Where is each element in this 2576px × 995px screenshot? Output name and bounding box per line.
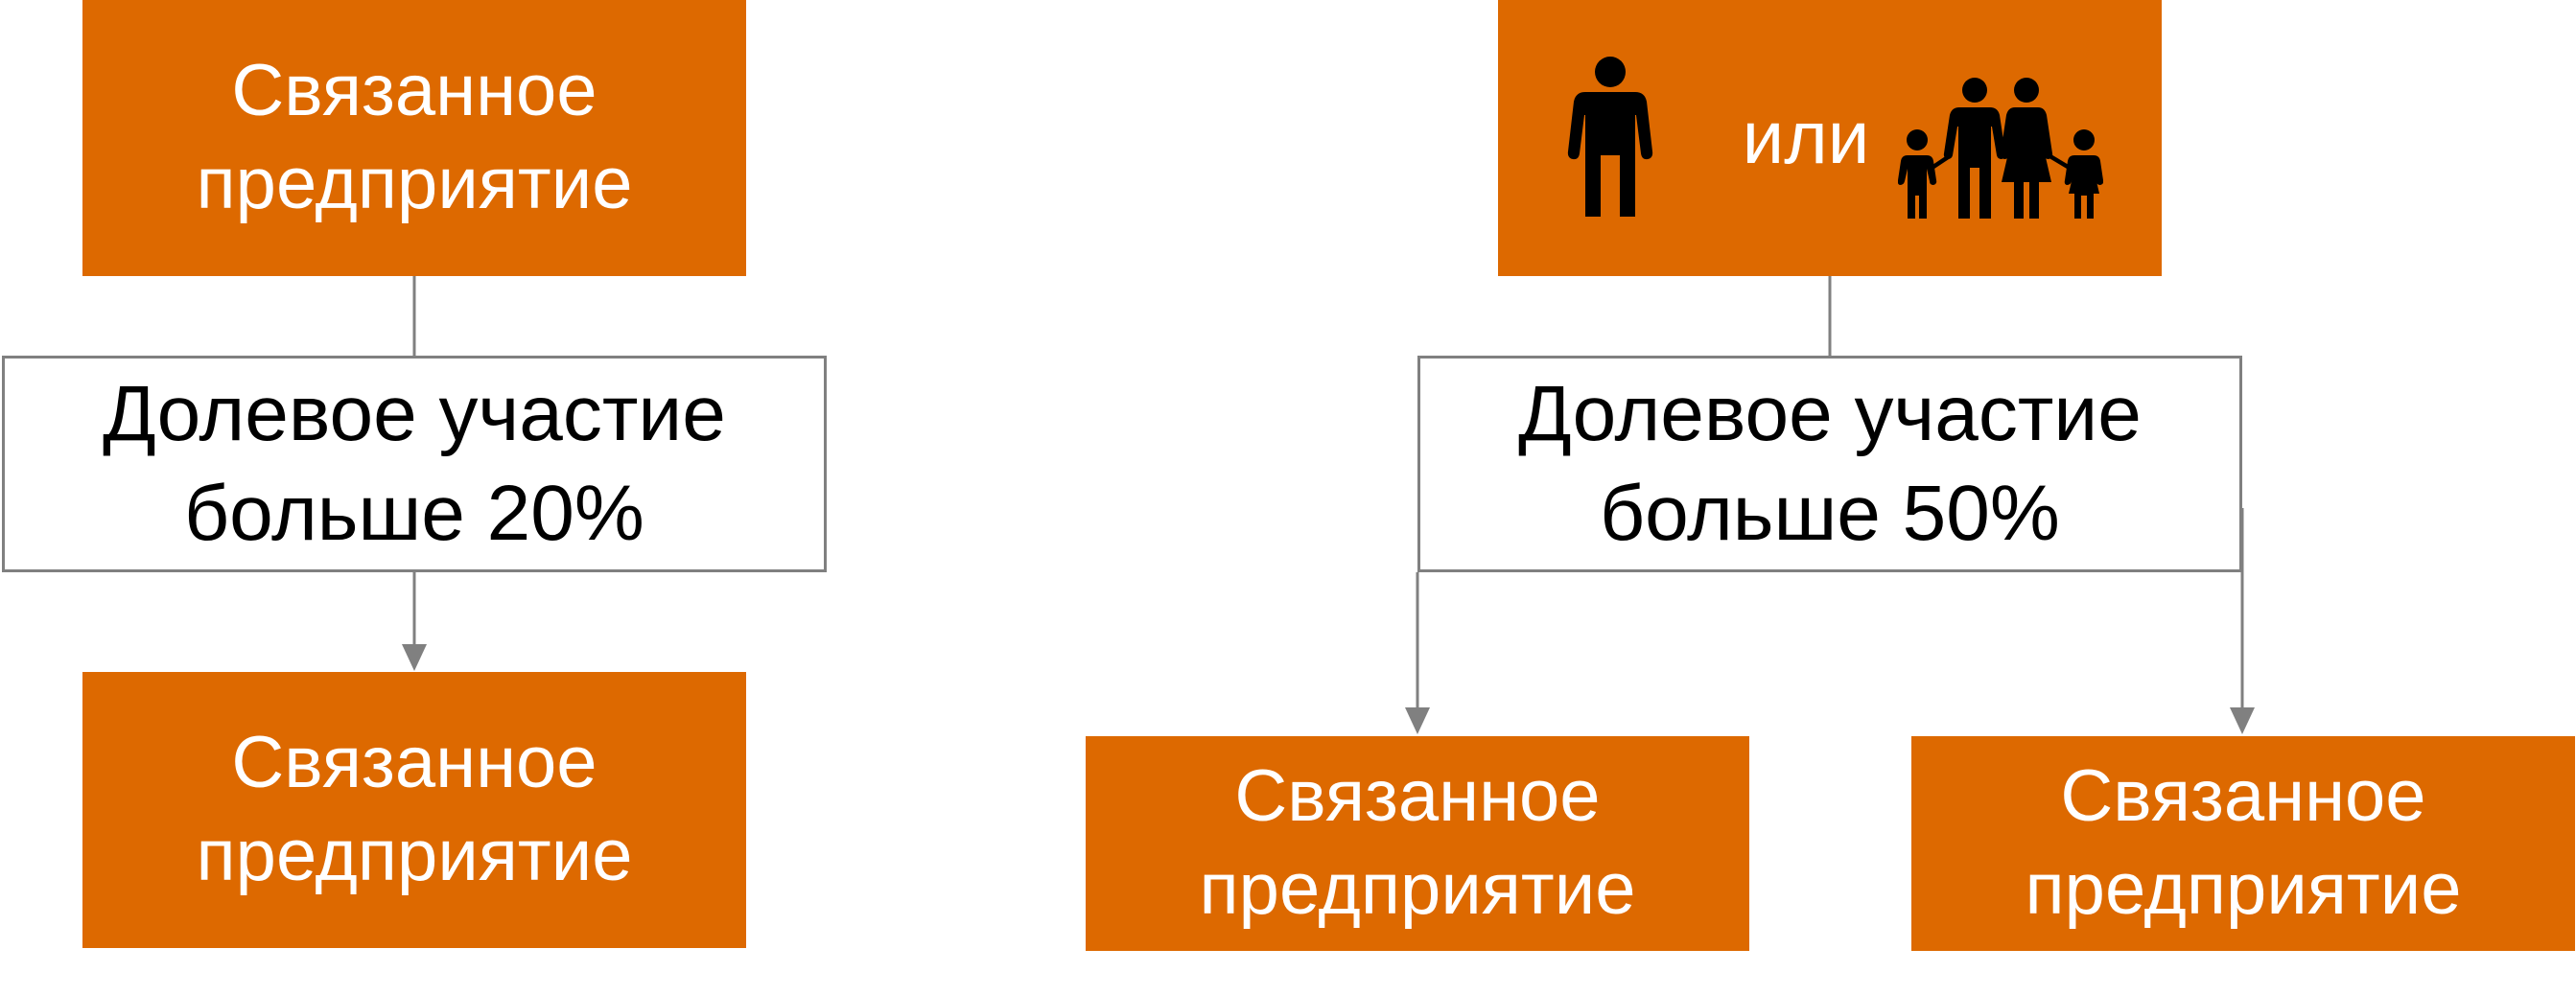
box-text-line: Связанное xyxy=(2060,755,2426,838)
related-company-box-bottom-left: Связанное предприятие xyxy=(82,672,746,948)
arrowhead-left xyxy=(402,644,427,671)
box-text-line: предприятие xyxy=(196,143,633,224)
arrowhead-right-left xyxy=(1405,707,1430,734)
box-text-line: предприятие xyxy=(196,815,633,896)
person-icon xyxy=(1567,57,1652,217)
or-label: или xyxy=(1742,95,1870,180)
box-text-line: Связанное xyxy=(231,722,597,804)
condition-box-20-percent: Долевое участие больше 20% xyxy=(2,356,827,572)
box-text-line: Связанное xyxy=(1234,755,1601,838)
box-text-line: Долевое участие xyxy=(103,369,726,457)
owner-box-person-or-family: или xyxy=(1498,0,2162,276)
person-or-family-row: или xyxy=(1498,0,2162,276)
box-text-line: предприятие xyxy=(2025,848,2462,930)
arrowhead-right-right xyxy=(2230,707,2255,734)
related-company-box-bottom-middle: Связанное предприятие xyxy=(1086,736,1749,951)
box-text-line: больше 20% xyxy=(184,470,644,557)
condition-box-50-percent: Долевое участие больше 50% xyxy=(1417,356,2242,572)
related-company-box-top-left: Связанное предприятие xyxy=(82,0,746,276)
box-text-line: больше 50% xyxy=(1600,470,2060,557)
related-company-box-bottom-right: Связанное предприятие xyxy=(1911,736,2575,951)
box-text-line: Долевое участие xyxy=(1518,369,2142,457)
box-text-line: Связанное xyxy=(231,50,597,132)
box-text-line: предприятие xyxy=(1199,848,1636,930)
family-icon xyxy=(1898,78,2104,219)
